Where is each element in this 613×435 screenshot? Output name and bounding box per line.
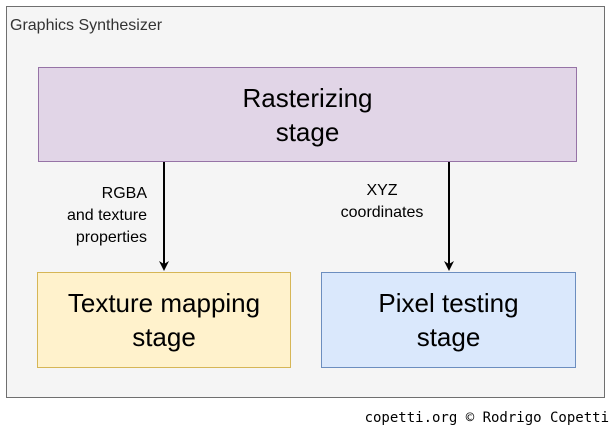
texture-mapping-stage-label: Texture mapping stage bbox=[67, 288, 261, 352]
pixel-testing-stage: Pixel testing stage bbox=[321, 272, 576, 368]
rgba-texture-properties-label: RGBA and texture properties bbox=[66, 185, 147, 246]
rasterizing-stage: Rasterizing stage bbox=[38, 67, 577, 162]
container-label: Graphics Synthesizer bbox=[10, 17, 163, 34]
texture-mapping-stage: Texture mapping stage bbox=[37, 272, 291, 368]
xyz-coordinates-label: XYZ coordinates bbox=[340, 182, 424, 221]
credit-text: copetti.org © Rodrigo Copetti bbox=[364, 410, 609, 426]
rasterizing-stage-label: Rasterizing stage bbox=[242, 82, 373, 147]
pixel-testing-stage-label: Pixel testing stage bbox=[378, 288, 519, 352]
